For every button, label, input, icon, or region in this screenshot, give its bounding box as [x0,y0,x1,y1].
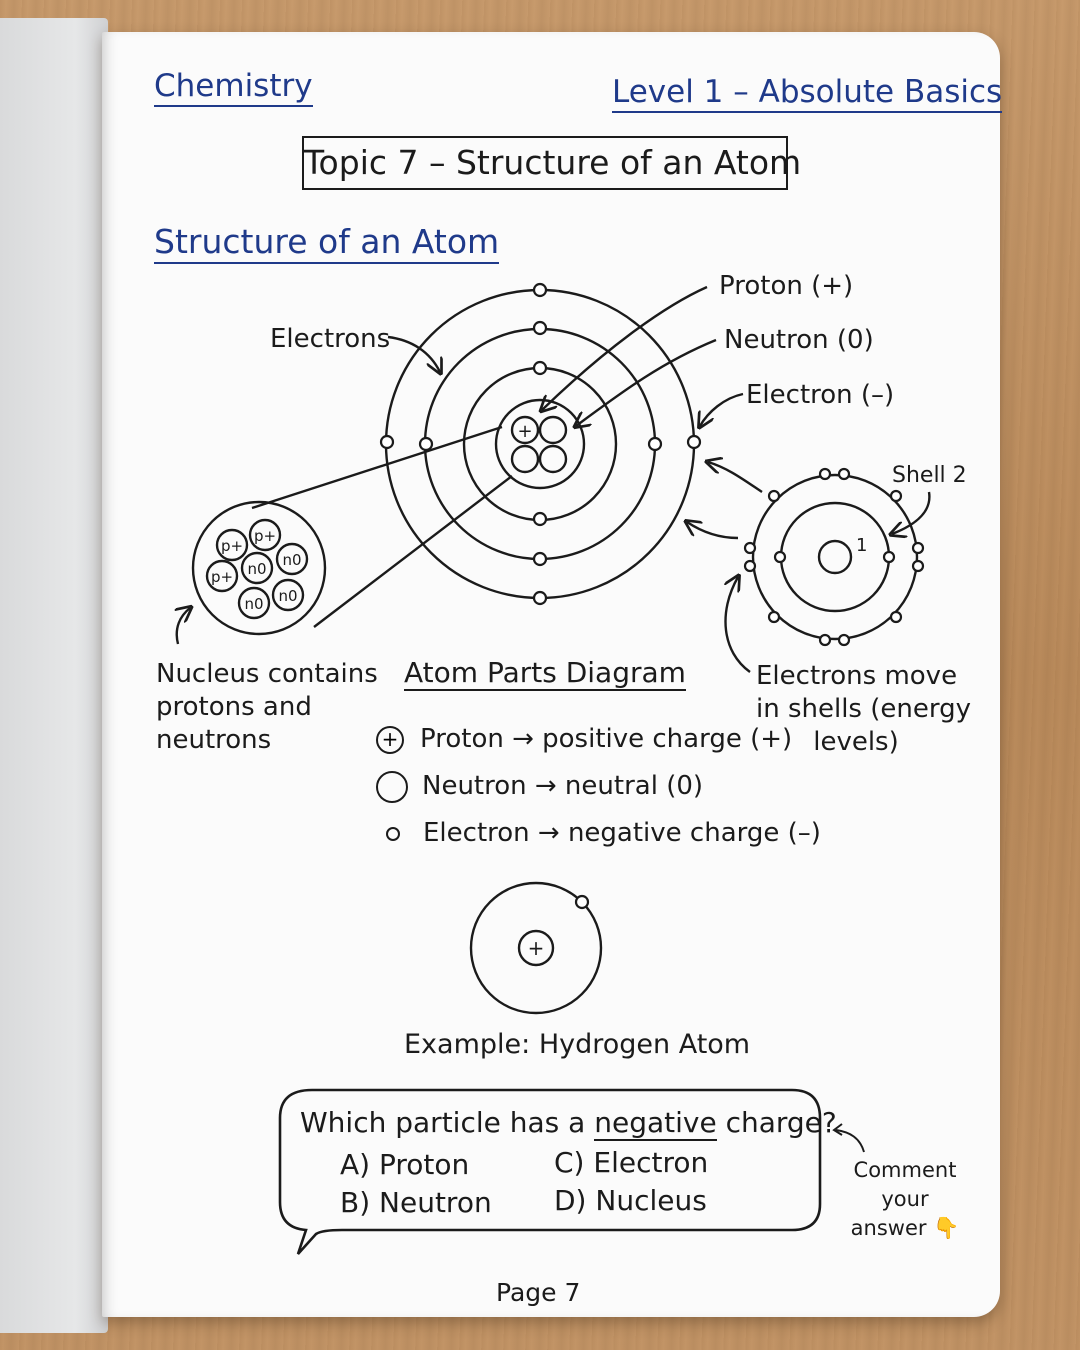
nucleus-circle [494,398,586,490]
quiz-option-c[interactable]: C) Electron [554,1146,709,1179]
hydrogen-caption: Example: Hydrogen Atom [404,1029,751,1060]
legend-item-text: Electron → negative charge (–) [423,818,821,848]
legend-item-electron: Electron → negative charge (–) [376,810,821,857]
shell-note-line-1: Electrons move [756,661,958,691]
level-heading: Level 1 – Absolute Basics [612,74,1003,113]
quiz-question-start: Which particle has a [300,1106,595,1139]
quiz-question: Which particle has a negative charge? [300,1106,837,1141]
atom-diagram: + p+ p+ p+ n0 n0 n0 n0 Electrons Proton … [102,271,967,1015]
quiz-option-d[interactable]: D) Nucleus [554,1184,707,1217]
topic-title-box: Topic 7 – Structure of an Atom [302,136,801,190]
quiz-speech-bubble [278,1088,822,1255]
nucleus-plus: + [517,421,532,442]
hydrogen-shell [469,881,603,1015]
shell-number: 1 [856,535,867,556]
legend-item-neutron: Neutron → neutral (0) [376,763,821,810]
quiz-option-b[interactable]: B) Neutron [340,1186,492,1219]
neutron-label-2: n0 [282,551,301,569]
comment-arrow-icon [832,1123,865,1153]
hydrogen-nucleus-plus: + [528,936,545,960]
subject-heading: Chemistry [154,68,313,107]
comment-note: Comment your answer 👇 [830,1156,980,1243]
shell-note: Electrons move in shells (energy levels) [756,660,971,759]
legend-item-proton: + Proton → positive charge (+) [376,716,821,763]
neutron-label-3: n0 [244,595,263,613]
neutron-label-1: n0 [247,560,266,578]
proton-label-3: p+ [211,568,233,586]
section-title: Structure of an Atom [154,222,500,264]
proton-label-2: p+ [254,527,276,545]
proton-symbol-icon: + [376,725,404,754]
legend-item-text: Neutron → neutral (0) [422,771,704,801]
page-number: Page 7 [496,1278,581,1307]
electron-symbol-icon [386,826,400,841]
neutron-label: Neutron (0) [724,325,874,355]
nucleus-note: Nucleus contains protons and neutrons [156,658,378,757]
electrons-label: Electrons [270,324,390,354]
shell2-label: Shell 2 [892,463,967,488]
legend-title: Atom Parts Diagram [404,656,686,691]
legend-title-text: Atom Parts Diagram [404,656,686,691]
nucleus-note-line-3: neutrons [156,725,272,755]
left-page-edge [0,18,108,1333]
nucleus-note-line-1: Nucleus contains [156,659,378,689]
neutron-symbol-icon [376,770,408,803]
quiz-question-emphasis: negative [594,1106,717,1141]
comment-note-line-2: answer 👇 [850,1216,960,1240]
legend-list: + Proton → positive charge (+) Neutron →… [376,716,821,857]
nucleus-zoom-circle [191,500,327,636]
shell-note-line-2: in shells (energy [756,694,971,724]
small-atom-outer-shell [751,473,919,641]
proton-label-1: p+ [221,537,243,555]
comment-note-line-1: Comment your [853,1158,957,1211]
nucleus-note-line-2: protons and [156,692,312,722]
notebook-page: Chemistry Level 1 – Absolute Basics Topi… [102,32,1003,1317]
quiz-question-end: charge? [716,1106,837,1139]
proton-label: Proton (+) [719,271,853,301]
legend-item-text: Proton → positive charge (+) [420,724,793,754]
neutron-label-4: n0 [278,587,297,605]
shell-inner [462,366,618,522]
small-atom-inner-shell [779,501,891,613]
quiz-option-a[interactable]: A) Proton [340,1148,470,1181]
shell-note-line-3: levels) [813,727,899,757]
electron-label: Electron (–) [746,380,894,410]
